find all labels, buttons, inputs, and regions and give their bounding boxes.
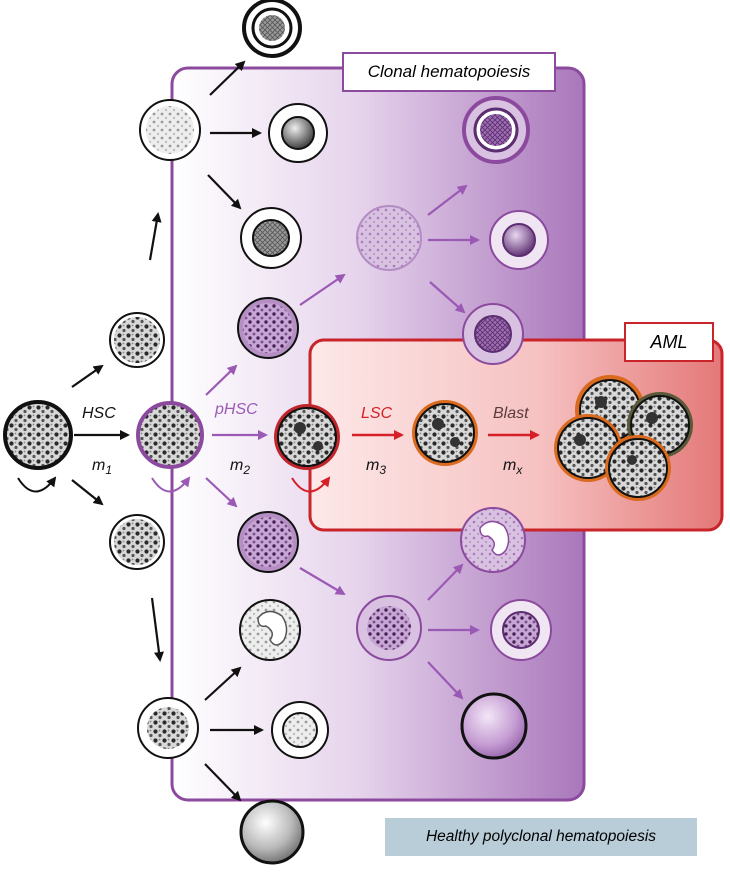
clonal-mature-cell-erythroid — [489, 210, 549, 270]
clonal-mature-cell-neutrophil — [460, 507, 526, 573]
aml-title: AML — [624, 322, 714, 362]
clonal-hematopoiesis-title: Clonal hematopoiesis — [342, 52, 556, 92]
lsc-precursor-cell — [274, 404, 340, 470]
healthy-arrows — [71, 60, 264, 802]
mature-cell-neutrophil — [239, 599, 301, 661]
lsc-self-renewal-arrow — [291, 476, 331, 493]
clonal-progenitor-top-cell — [237, 297, 299, 359]
clonal-lymphoid-progenitor-cell — [356, 595, 422, 661]
lymphoid-progenitor-cell — [137, 697, 199, 759]
hsc-root-cell — [3, 400, 73, 470]
clonal-arrows — [205, 184, 480, 700]
hsc-self-renewal-arrow — [17, 476, 57, 493]
progenitor-bottom-cell — [109, 514, 165, 570]
healthy-polyclonal-hematopoiesis-title: Healthy polyclonal hematopoiesis — [385, 818, 697, 856]
phsc-cell — [136, 401, 204, 469]
mature-cell-erythroid — [268, 103, 328, 163]
lsc-cell — [412, 400, 478, 466]
mature-cell-top — [242, 0, 302, 58]
myeloid-progenitor-cell — [139, 99, 201, 161]
clonal-myeloid-progenitor-cell — [356, 205, 422, 271]
clonal-progenitor-bottom-cell — [237, 511, 299, 573]
clonal-mature-cell-top — [462, 96, 530, 164]
m3-label: m3 — [366, 457, 386, 477]
hsc-label: HSC — [82, 405, 116, 422]
phsc-self-renewal-arrow — [151, 476, 191, 493]
blast-label: Blast — [493, 405, 529, 422]
progenitor-top-cell — [109, 312, 165, 368]
clonal-mature-cell-megakaryocyte — [462, 303, 524, 365]
clonal-mature-cell-bottom — [460, 692, 528, 760]
mature-cell-bottom — [239, 799, 305, 865]
m1-label: m1 — [92, 457, 112, 477]
lsc-label: LSC — [361, 405, 393, 422]
mx-label: mx — [503, 457, 523, 477]
clonal-mature-cell-lymphocyte — [490, 599, 552, 661]
mature-cell-megakaryocyte — [240, 207, 302, 269]
phsc-label: pHSC — [214, 401, 258, 418]
m2-label: m2 — [230, 457, 250, 477]
blast-cluster — [554, 375, 693, 501]
mature-cell-lymphocyte — [271, 701, 329, 759]
